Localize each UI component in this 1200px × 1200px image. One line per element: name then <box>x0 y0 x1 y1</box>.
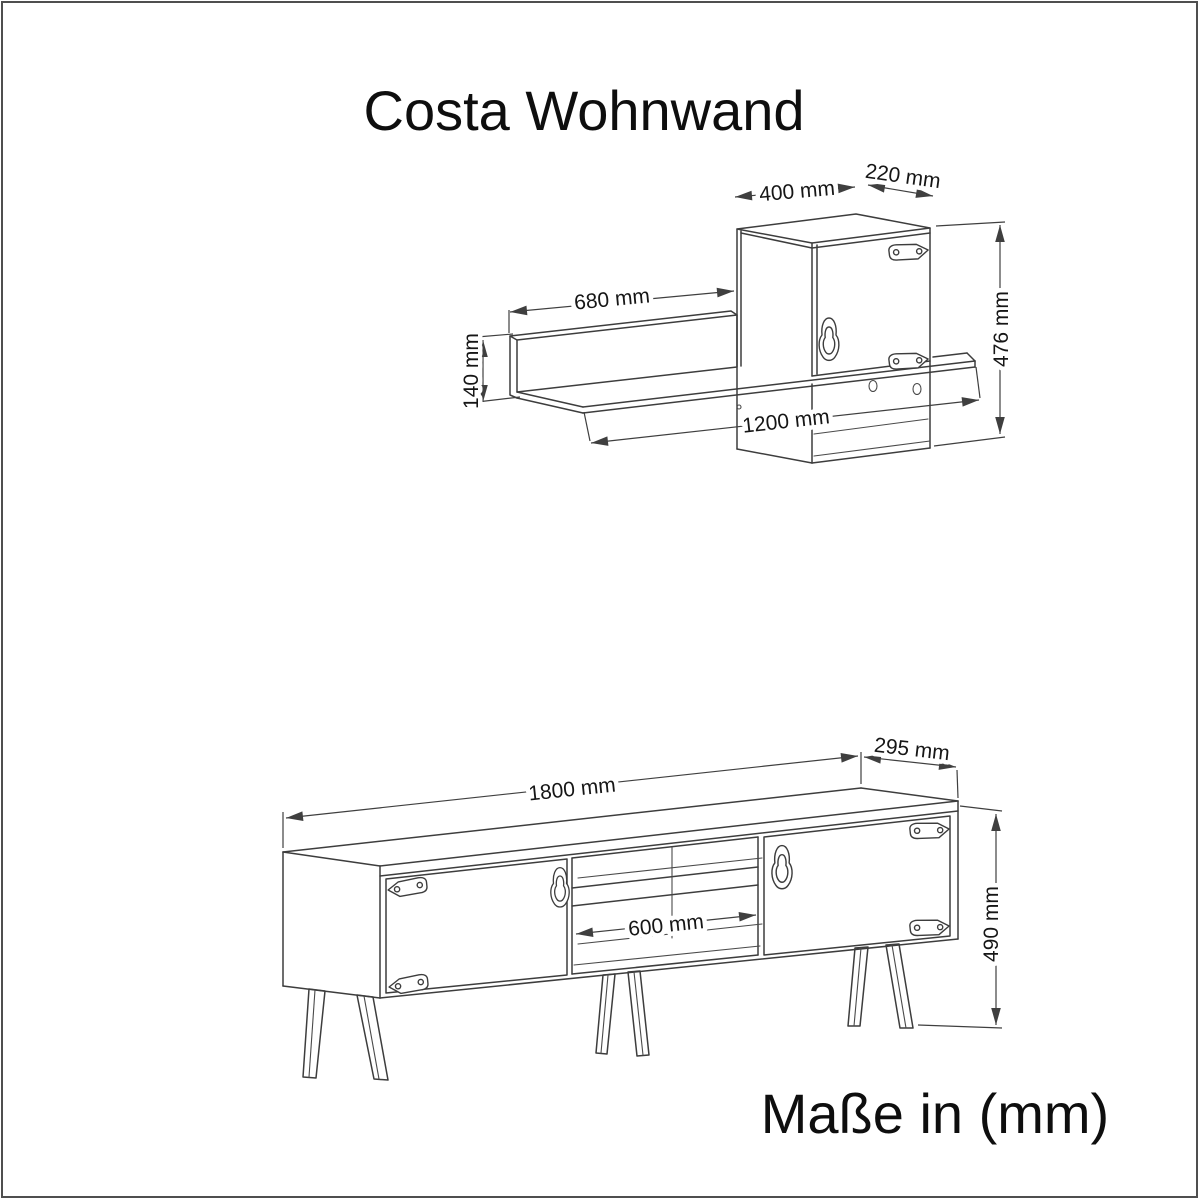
tv-legs <box>302 943 914 1081</box>
dim-cabinet-depth: 220 mm <box>864 160 942 193</box>
hinge-icon <box>887 349 930 372</box>
hinge-icon <box>386 876 429 899</box>
tv-stand-dimension-lines <box>282 752 1003 1029</box>
dim-wall-total-width: 1200 mm <box>741 405 831 437</box>
dim-tv-total-height: 490 mm <box>980 886 1003 962</box>
dim-tv-total-width: 1800 mm <box>527 773 616 805</box>
tv-stand-drawing: 1800 mm 295 mm 600 mm 490 mm <box>282 729 1008 1081</box>
hinge-icon <box>908 819 951 842</box>
door-handle-icon <box>818 317 840 362</box>
wall-unit-dimension-lines <box>476 183 1006 447</box>
dim-open-compartment: 600 mm <box>627 910 705 941</box>
dim-cabinet-width: 400 mm <box>758 177 836 207</box>
dim-wall-total-height: 476 mm <box>990 291 1013 367</box>
tv-left-door <box>385 858 568 994</box>
page-title: Costa Wohnwand <box>364 79 805 142</box>
dim-tv-depth: 295 mm <box>873 734 951 765</box>
mounting-hole <box>912 382 922 396</box>
tv-carcass <box>282 787 959 999</box>
door-handle-icon <box>771 844 793 890</box>
wall-unit-drawing: 400 mm 220 mm 680 mm 140 mm 1200 mm 476 … <box>456 155 1018 464</box>
door-handle-icon <box>550 866 570 908</box>
mounting-hole <box>868 379 878 393</box>
hinge-icon <box>908 916 951 939</box>
hinge-icon <box>887 240 930 263</box>
dim-back-height: 140 mm <box>460 333 483 409</box>
units-note: Maße in (mm) <box>761 1082 1109 1145</box>
tv-right-door <box>763 815 951 956</box>
dim-shelf-segment: 680 mm <box>573 284 651 314</box>
